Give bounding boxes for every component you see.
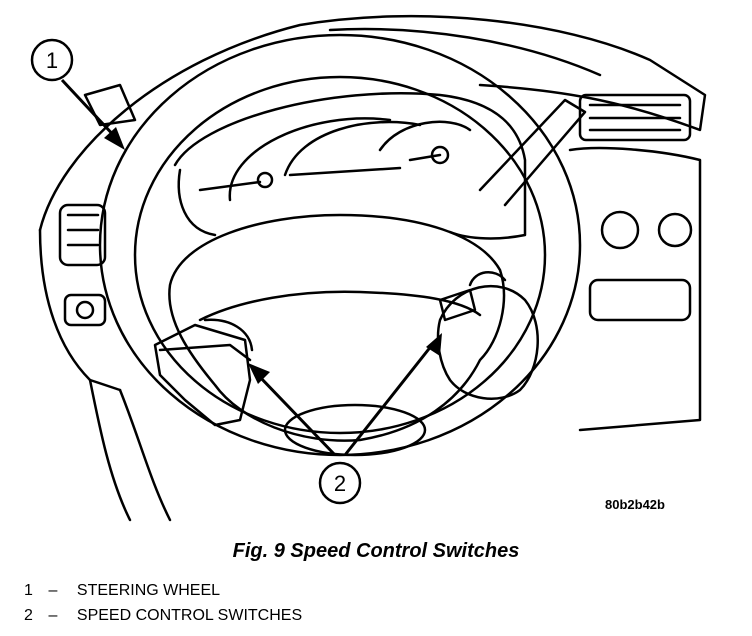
callout-2-arrowhead-left (248, 363, 270, 384)
figure-reference-code: 80b2b42b (605, 497, 665, 512)
speed-control-switch-left (153, 323, 252, 427)
legend-item: 2 – SPEED CONTROL SWITCHES (24, 603, 302, 628)
wiper-stalk (478, 98, 587, 207)
left-air-vent (58, 203, 107, 267)
callout-1-leader (60, 78, 120, 142)
legend-item-number: 2 (24, 607, 33, 624)
climate-control-panel (588, 278, 692, 322)
legend-item-label: STEERING WHEEL (76, 582, 221, 599)
turn-signal-stalk (83, 83, 137, 127)
gauge-needle-hub (256, 171, 274, 189)
legend: 1 – STEERING WHEEL 2 – SPEED CONTROL SWI… (24, 578, 302, 628)
callout-2-arrowhead-right (426, 333, 442, 356)
callout-2: 2 (248, 333, 442, 505)
legend-item-number: 1 (24, 582, 33, 599)
legend-item: 1 – STEERING WHEEL (24, 578, 302, 603)
climate-knob-right (657, 212, 693, 248)
dashboard-outline (38, 14, 707, 232)
callout-1: 1 (30, 38, 125, 150)
steering-wheel-rim-inner (133, 75, 547, 435)
instrument-cluster (173, 92, 527, 240)
legend-item-dash: – (48, 582, 58, 599)
callout-1-arrowhead (104, 127, 125, 150)
callout-2-leader-left (256, 373, 337, 457)
callout-2-leader-right (343, 344, 434, 456)
lower-dash-panel (88, 378, 132, 522)
callout-2-number: 2 (334, 471, 346, 496)
speed-control-switch-right (436, 284, 539, 400)
steering-wheel-illustration: 1 2 (30, 14, 707, 522)
legend-item-dash: – (48, 607, 58, 624)
right-dash-panel (568, 146, 702, 432)
speedometer-gauge (228, 117, 392, 202)
left-dash-panel (38, 228, 122, 392)
horn-pad-lower (283, 403, 427, 457)
steering-wheel-hub (168, 213, 506, 442)
figure-caption: Fig. 9 Speed Control Switches (232, 540, 520, 562)
legend-item-label: SPEED CONTROL SWITCHES (76, 607, 303, 624)
callout-1-number: 1 (46, 48, 58, 73)
dashboard-top-edge (328, 27, 602, 77)
climate-knob-left (600, 210, 640, 250)
left-dash-control (63, 293, 107, 327)
